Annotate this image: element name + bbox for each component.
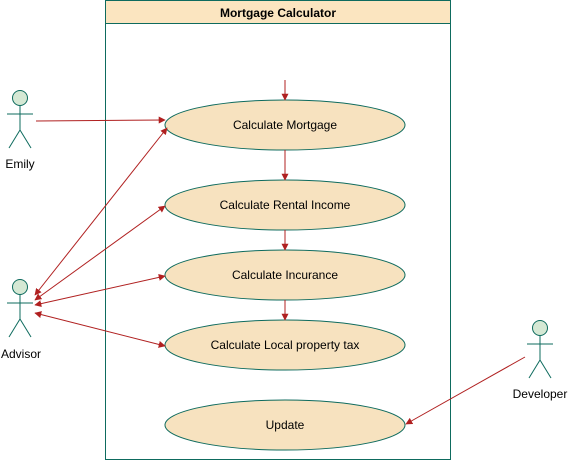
actor-advisor[interactable]: Advisor bbox=[1, 279, 41, 362]
system-title: Mortgage Calculator bbox=[220, 6, 336, 20]
association-advisor-tax bbox=[34, 311, 166, 348]
actor-developer[interactable]: Developer bbox=[513, 320, 568, 402]
actor-emily[interactable]: Emily bbox=[5, 90, 35, 172]
use-case-update[interactable]: Update bbox=[164, 399, 406, 451]
person-icon bbox=[7, 90, 33, 149]
association-emily-mortgage bbox=[35, 116, 166, 124]
use-case-calculate-mortgage[interactable]: Calculate Mortgage bbox=[164, 99, 406, 151]
association-advisor-insurance bbox=[34, 273, 166, 308]
actor-label: Advisor bbox=[1, 347, 41, 361]
association-developer-update bbox=[405, 356, 526, 425]
use-case-calculate-property-tax[interactable]: Calculate Local property tax bbox=[164, 319, 406, 371]
use-case-calculate-insurance[interactable]: Calculate Incurance bbox=[164, 249, 406, 301]
use-case-label: Calculate Mortgage bbox=[233, 118, 337, 132]
use-case-label: Calculate Incurance bbox=[232, 268, 338, 282]
actor-label: Developer bbox=[513, 387, 568, 401]
use-case-calculate-rental-income[interactable]: Calculate Rental Income bbox=[164, 179, 406, 231]
actor-label: Emily bbox=[5, 157, 34, 171]
person-icon bbox=[527, 320, 553, 379]
use-case-label: Update bbox=[266, 418, 305, 432]
system-title-bar bbox=[105, 0, 451, 24]
use-case-label: Calculate Local property tax bbox=[211, 338, 360, 352]
use-case-label: Calculate Rental Income bbox=[220, 198, 351, 212]
person-icon bbox=[7, 279, 33, 338]
